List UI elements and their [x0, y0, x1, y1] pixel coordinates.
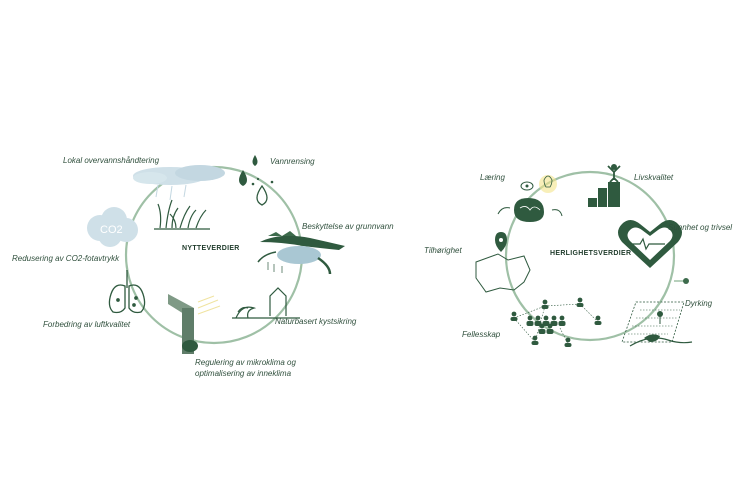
wave-house-icon	[232, 287, 300, 319]
label-fellesskap: Fellesskap	[462, 330, 501, 339]
label-redusering-co2: Redusering av CO2-fotavtrykk	[12, 254, 120, 263]
label-laering: Læring	[480, 173, 505, 182]
left-diagram: CO2	[87, 155, 345, 354]
right-diagram	[475, 164, 693, 347]
grass-icon	[154, 199, 210, 230]
label-forbedring-luftkvalitet: Forbedring av luftkvalitet	[43, 320, 131, 329]
label-lokal-overvann: Lokal overvannshåndtering	[63, 156, 160, 165]
rain-cloud-icon	[133, 165, 225, 201]
label-dyrking: Dyrking	[685, 299, 713, 308]
building-sun-icon	[168, 294, 221, 354]
label-livskvalitet: Livskvalitet	[634, 173, 674, 182]
label-beskyttelse-grunnvann: Beskyttelse av grunnvann	[302, 222, 394, 231]
heart-pulse-icon	[618, 220, 682, 268]
podium-person-icon	[588, 164, 621, 207]
right-cycle-ring	[504, 170, 676, 342]
label-tilhorighet: Tilhørighet	[424, 246, 462, 255]
groundwater-icon	[257, 231, 345, 275]
label-regulering-line1: Regulering av mikroklima og	[195, 358, 296, 367]
co2-cloud-icon: CO2	[87, 207, 138, 247]
people-network-icon	[510, 297, 602, 347]
right-center-title: HERLIGHETSVERDIER	[550, 250, 632, 257]
label-vannrensing: Vannrensing	[270, 157, 315, 166]
co2-text: CO2	[100, 224, 123, 236]
label-sunnhet-trivsel: Sunnhet og trivsel	[668, 223, 733, 232]
label-naturbasert-kystsikring: Naturbasert kystsikring	[275, 317, 357, 326]
hand-sprout-icon	[621, 301, 693, 347]
water-drops-icon	[239, 155, 274, 206]
left-center-title: NYTTEVERDIER	[182, 245, 240, 252]
lungs-icon	[108, 270, 146, 314]
brain-lightbulb-icon	[497, 175, 563, 222]
map-pin-icon	[475, 232, 531, 293]
label-regulering-line2: optimalisering av inneklima	[195, 369, 292, 378]
